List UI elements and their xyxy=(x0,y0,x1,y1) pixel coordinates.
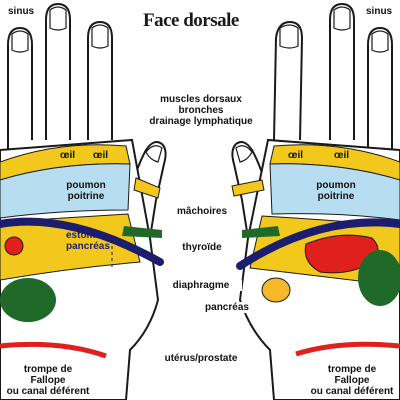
label-oeil-left-2: œil xyxy=(93,150,108,161)
right-middle-finger xyxy=(273,20,304,141)
right-lung-zone xyxy=(269,163,400,221)
nail xyxy=(279,24,299,49)
label-oeil-right-1: œil xyxy=(288,150,303,161)
right-pinky xyxy=(367,26,393,150)
label-machoires: mâchoires xyxy=(166,206,238,217)
label-sinus-left: sinus xyxy=(8,6,35,17)
left-uterus-line xyxy=(0,341,107,359)
label-diaphragme: diaphragme xyxy=(160,280,242,291)
label-poumon-left-line-1: poumon xyxy=(66,180,106,191)
nail xyxy=(371,30,389,53)
label-oeil-left-1: œil xyxy=(60,150,75,161)
label-trompe-left-line-3: ou canal déférent xyxy=(6,386,90,397)
label-thyroide: thyroïde xyxy=(166,242,238,253)
right-green-organ xyxy=(358,250,400,306)
label-pancreas: pancréas xyxy=(196,302,258,313)
diagram-title: Face dorsale xyxy=(143,10,239,31)
right-thyroid-zone xyxy=(242,226,280,238)
nail xyxy=(333,6,351,31)
left-thyroid-zone xyxy=(122,226,162,238)
left-red-organ xyxy=(4,236,24,256)
nail xyxy=(91,24,109,49)
left-middle-finger xyxy=(87,20,113,140)
right-jaw-zone xyxy=(231,179,265,197)
label-poumon-left-line-2: poitrine xyxy=(67,191,105,202)
label-trompe-left: trompe de Fallope ou canal déférent xyxy=(2,364,94,397)
label-poumon-right-line-2: poitrine xyxy=(317,191,355,202)
nail xyxy=(145,145,163,163)
label-estomac-line-2: pancréas xyxy=(66,241,110,252)
right-diaphragm-line xyxy=(236,218,400,270)
label-trompe-right-line-3: ou canal déférent xyxy=(310,386,394,397)
nail xyxy=(49,6,67,31)
label-uterus: utérus/prostate xyxy=(146,353,256,364)
right-uterus-line xyxy=(295,341,400,357)
label-muscles-line-2: bronches xyxy=(178,105,224,116)
label-trompe-left-line-2: Fallope xyxy=(30,375,66,386)
label-trompe-right: trompe de Fallope ou canal déférent xyxy=(306,364,398,397)
label-muscles: muscles dorsaux bronches drainage lympha… xyxy=(142,94,260,127)
label-muscles-line-3: drainage lymphatique xyxy=(149,116,253,127)
label-poumon-right: poumon poitrine xyxy=(306,180,366,202)
right-hand xyxy=(231,2,400,400)
left-green-organ xyxy=(0,278,56,322)
label-estomac-line-1: estomac xyxy=(66,230,107,241)
right-ring-finger xyxy=(329,2,355,140)
right-pancreas-organ xyxy=(261,277,291,303)
label-poumon-right-line-1: poumon xyxy=(316,180,356,191)
label-sinus-right: sinus xyxy=(366,6,393,17)
label-trompe-right-line-1: trompe de xyxy=(327,364,377,375)
nail xyxy=(235,145,253,163)
label-trompe-left-line-1: trompe de xyxy=(23,364,73,375)
left-diaphragm-line xyxy=(0,217,164,266)
label-oeil-right-2: œil xyxy=(334,150,349,161)
label-muscles-line-1: muscles dorsaux xyxy=(160,94,242,105)
label-trompe-right-line-2: Fallope xyxy=(334,375,370,386)
left-ring-finger xyxy=(45,2,71,140)
label-poumon-left: poumon poitrine xyxy=(56,180,116,202)
nail xyxy=(11,30,29,53)
left-hand xyxy=(0,2,167,400)
label-estomac: estomac pancréas xyxy=(66,230,110,252)
left-jaw-zone xyxy=(133,177,161,199)
left-pinky xyxy=(7,26,33,150)
left-lung-zone xyxy=(0,163,131,219)
